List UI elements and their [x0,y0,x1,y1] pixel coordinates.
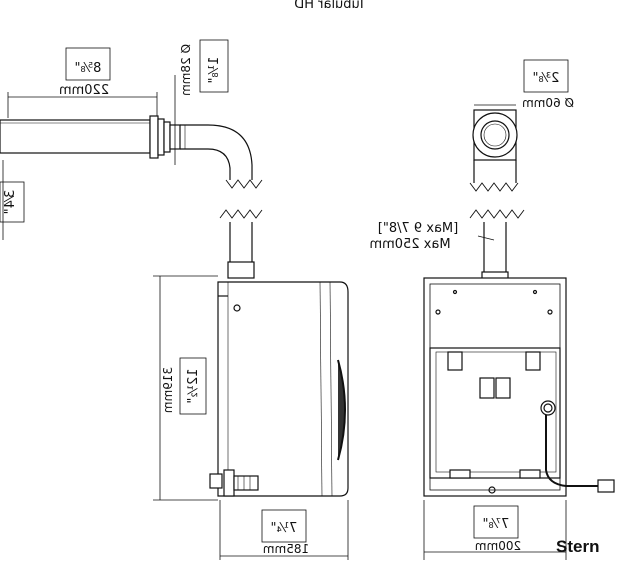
pipe-offset-label: 3⁄4" [0,181,25,223]
pipe-diameter-label: Ø 28mm 1⅛" [179,39,229,96]
max-length-label: [Max 9 7/8"] Max 250mm [369,221,458,252]
svg-text:Ø 28mm: Ø 28mm [179,44,193,96]
svg-text:220mm: 220mm [59,83,109,98]
tube-diameter-label: 2⅜" Ø 60mm [522,59,574,110]
svg-text:12½": 12½" [186,368,201,403]
box-depth-label: 7¼" 185mm [261,509,309,556]
svg-text:Max 250mm: Max 250mm [369,237,450,252]
svg-text:7¼": 7¼" [271,521,298,536]
box-width-label: 7⅞" 200mm [473,505,521,553]
drawing-title: Tubular HD [294,0,367,12]
box-side-view [153,209,349,560]
svg-text:3⁄4": 3⁄4" [3,190,18,215]
svg-text:7⅞": 7⅞" [483,517,510,532]
svg-text:200mm: 200mm [475,539,521,553]
pipe-length-label: 8⅝" 220mm [59,47,111,98]
svg-text:185mm: 185mm [263,542,309,556]
svg-text:2⅜": 2⅜" [533,71,560,86]
spout-side-view [0,75,263,240]
svg-text:319mm: 319mm [161,367,175,413]
svg-text:Ø 60mm: Ø 60mm [522,96,574,110]
svg-text:1⅛": 1⅛" [207,57,222,84]
svg-text:[Max 9 7/8"]: [Max 9 7/8"] [378,221,458,236]
box-front-view [423,209,615,560]
tube-top-view [469,104,519,192]
brand-logo: Stern [556,537,599,556]
svg-text:8⅝": 8⅝" [75,61,102,76]
box-height-label: 319mm 12½" [161,357,207,415]
